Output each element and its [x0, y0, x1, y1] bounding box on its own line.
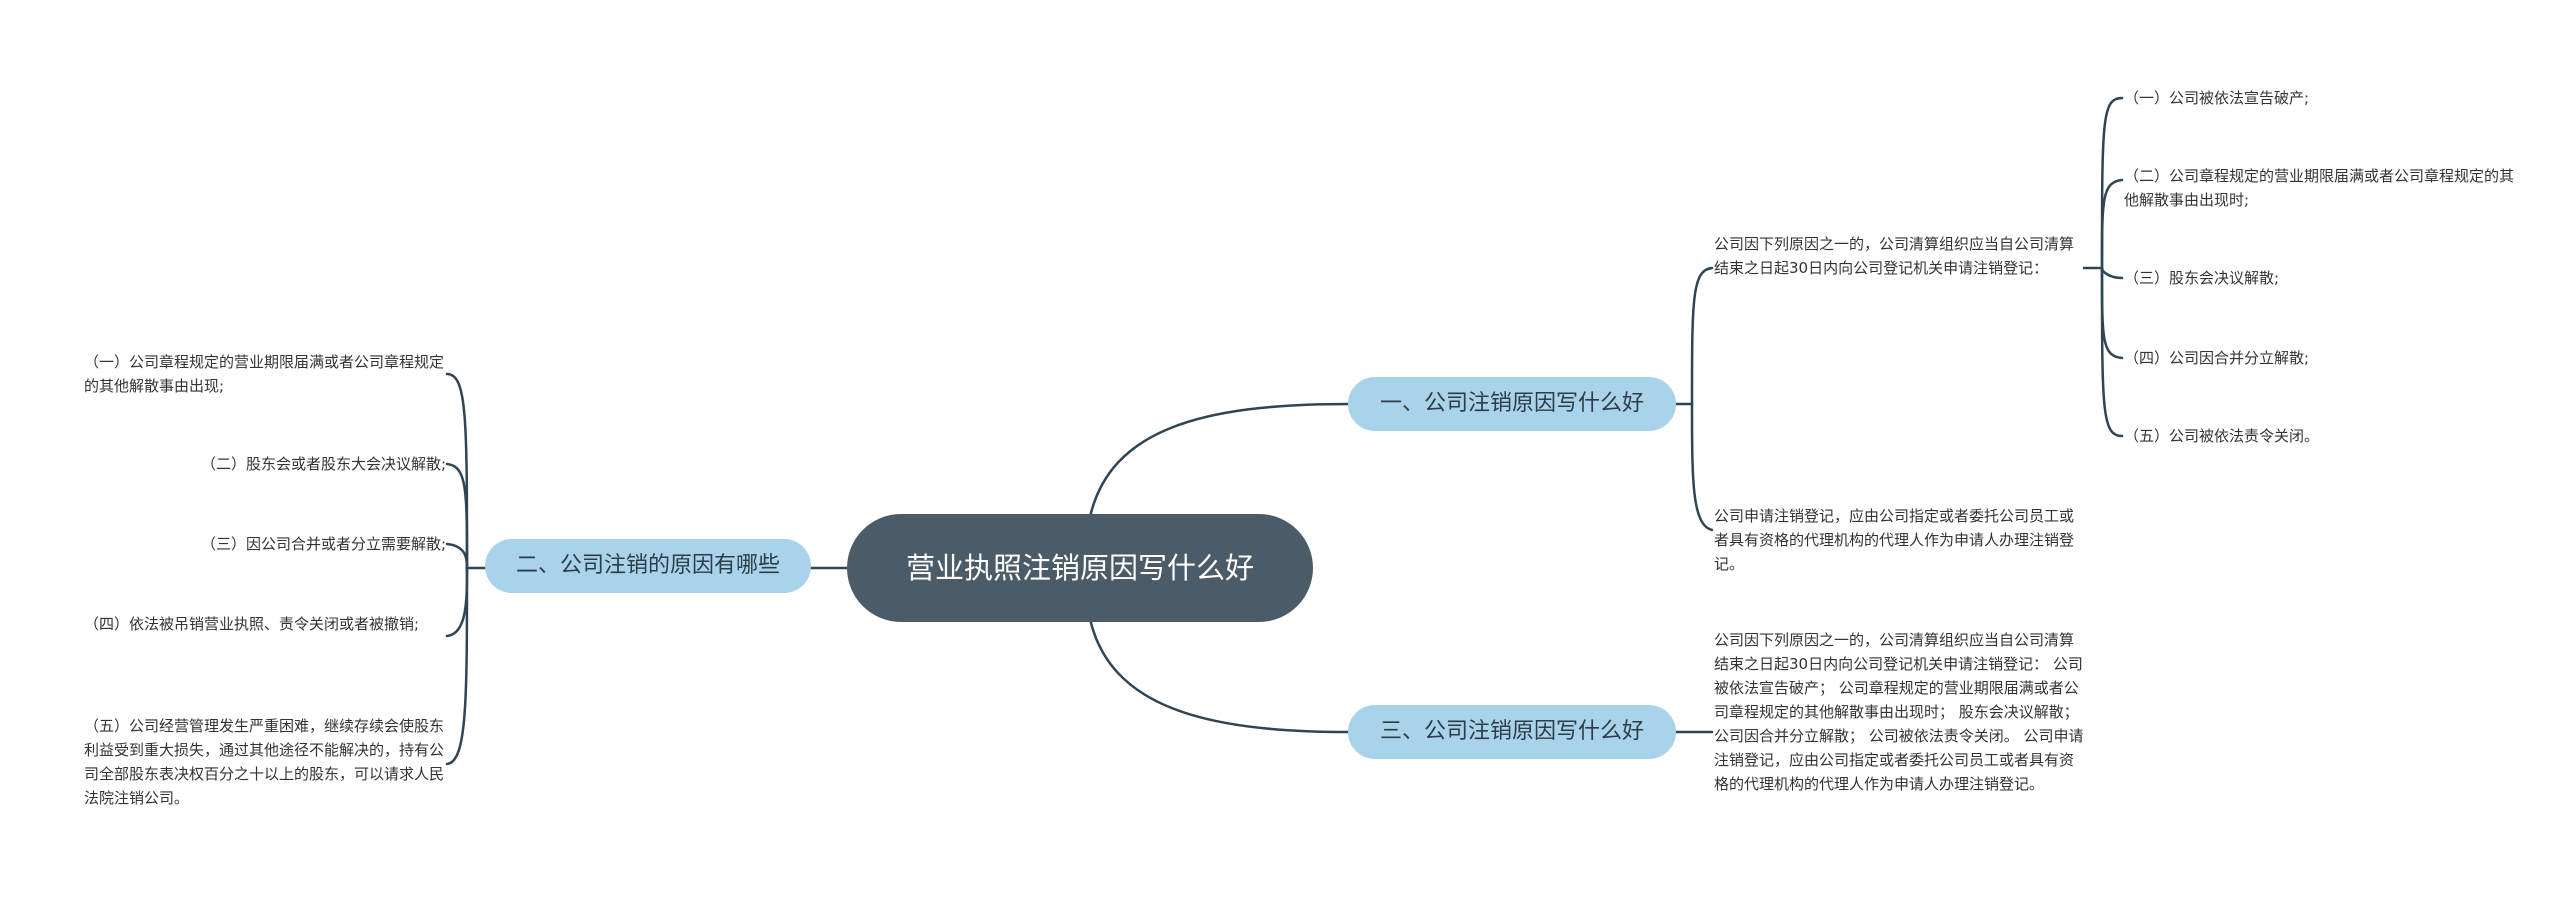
branch-2-leaf-1[interactable]: （一）公司章程规定的营业期限届满或者公司章程规定的其他解散事由出现; — [84, 353, 445, 395]
connector-branch-2-leaf-5 — [445, 566, 469, 766]
central-topic-label: 营业执照注销原因写什么好 — [905, 551, 1254, 585]
branch-2-leaf-5[interactable]: （五）公司经营管理发生严重困难，继续存续会使股东利益受到重大损失，通过其他途径不… — [84, 717, 445, 807]
connector-branch-2-leaf-2 — [445, 462, 469, 570]
connector-root-branch-1 — [1088, 402, 1350, 519]
central-topic[interactable]: 营业执照注销原因写什么好 — [847, 514, 1313, 622]
branch-1-subtopic-1[interactable]: 公司因下列原因之一的，公司清算组织应当自公司清算结束之日起30日内向公司登记机关… — [1714, 235, 2075, 277]
connector-branch-2-leaf-4 — [445, 566, 469, 638]
connector-sub-2 — [2100, 178, 2124, 270]
reason-leaf-2[interactable]: （二）公司章程规定的营业期限届满或者公司章程规定的其他解散事由出现时; — [2124, 167, 2515, 209]
connector-root-branch-3 — [1088, 617, 1350, 734]
reason-leaf-4[interactable]: （四）公司因合并分立解散; — [2124, 349, 2310, 367]
branch-topic-1[interactable]: 一、公司注销原因写什么好 — [1348, 377, 1676, 431]
connector-branch-1-child-1 — [1690, 266, 1714, 406]
branch-topic-3[interactable]: 三、公司注销原因写什么好 — [1348, 705, 1676, 759]
reason-leaf-1[interactable]: （一）公司被依法宣告破产; — [2124, 89, 2310, 107]
connector-sub-3 — [2100, 266, 2124, 280]
connector-branch-1-child-2 — [1690, 402, 1714, 532]
branch-3-leaf-1[interactable]: 公司因下列原因之一的，公司清算组织应当自公司清算结束之日起30日内向公司登记机关… — [1714, 631, 2084, 793]
connector-sub-5 — [2100, 266, 2124, 438]
reason-leaf-3[interactable]: （三）股东会决议解散; — [2124, 269, 2280, 287]
branch-1-subtopic-2[interactable]: 公司申请注销登记，应由公司指定或者委托公司员工或者具有资格的代理机构的代理人作为… — [1714, 507, 2075, 573]
connector-sub-4 — [2100, 266, 2124, 360]
connector-branch-2-leaf-3 — [445, 542, 469, 570]
reason-leaf-5[interactable]: （五）公司被依法责令关闭。 — [2124, 427, 2320, 445]
branch-2-leaf-3[interactable]: （三）因公司合并或者分立需要解散; — [200, 535, 446, 553]
connector-branch-2-leaf-1 — [445, 372, 469, 570]
branch-topic-2[interactable]: 二、公司注销的原因有哪些 — [485, 539, 811, 593]
branch-2-leaf-4[interactable]: （四）依法被吊销营业执照、责令关闭或者被撤销; — [84, 615, 420, 633]
branch-2-leaf-2[interactable]: （二）股东会或者股东大会决议解散; — [200, 455, 446, 473]
